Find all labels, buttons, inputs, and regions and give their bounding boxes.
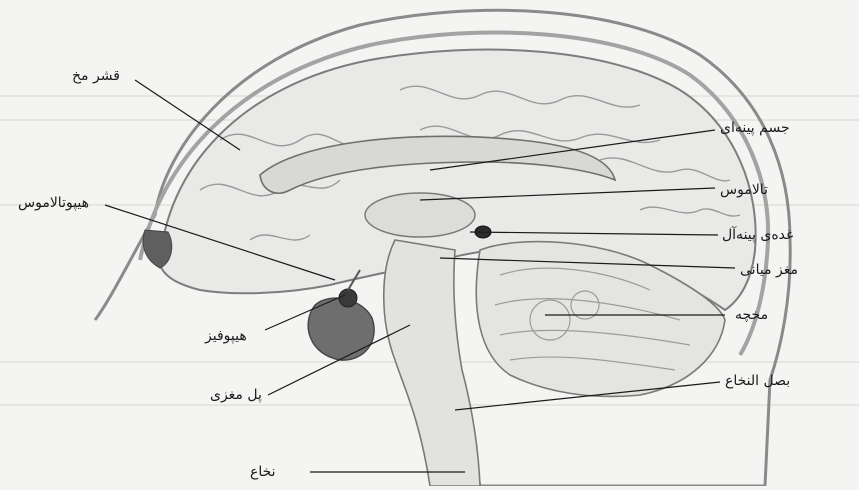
brainstem: [384, 240, 480, 486]
label-hypothalamus: هیپوتالاموس: [18, 195, 89, 211]
label-hypophysis: هیپوفیز: [205, 328, 247, 344]
label-pons: پل مغزی: [210, 387, 262, 403]
label-midbrain: مغز میانی: [740, 262, 798, 278]
label-cerebellum: مخچه: [735, 307, 768, 323]
label-cortex: قشر مخ: [72, 68, 120, 84]
frontal-sinus: [143, 230, 172, 268]
label-medulla: بصل النخاع: [725, 373, 790, 389]
cerebrum: [160, 50, 756, 310]
label-pineal: غده‌ی پینه‌آل: [722, 227, 793, 243]
label-corpus-callosum: جسم پینه‌ای: [720, 120, 790, 136]
label-spinal-cord: نخاع: [250, 464, 276, 480]
label-thalamus: تالاموس: [720, 182, 768, 198]
